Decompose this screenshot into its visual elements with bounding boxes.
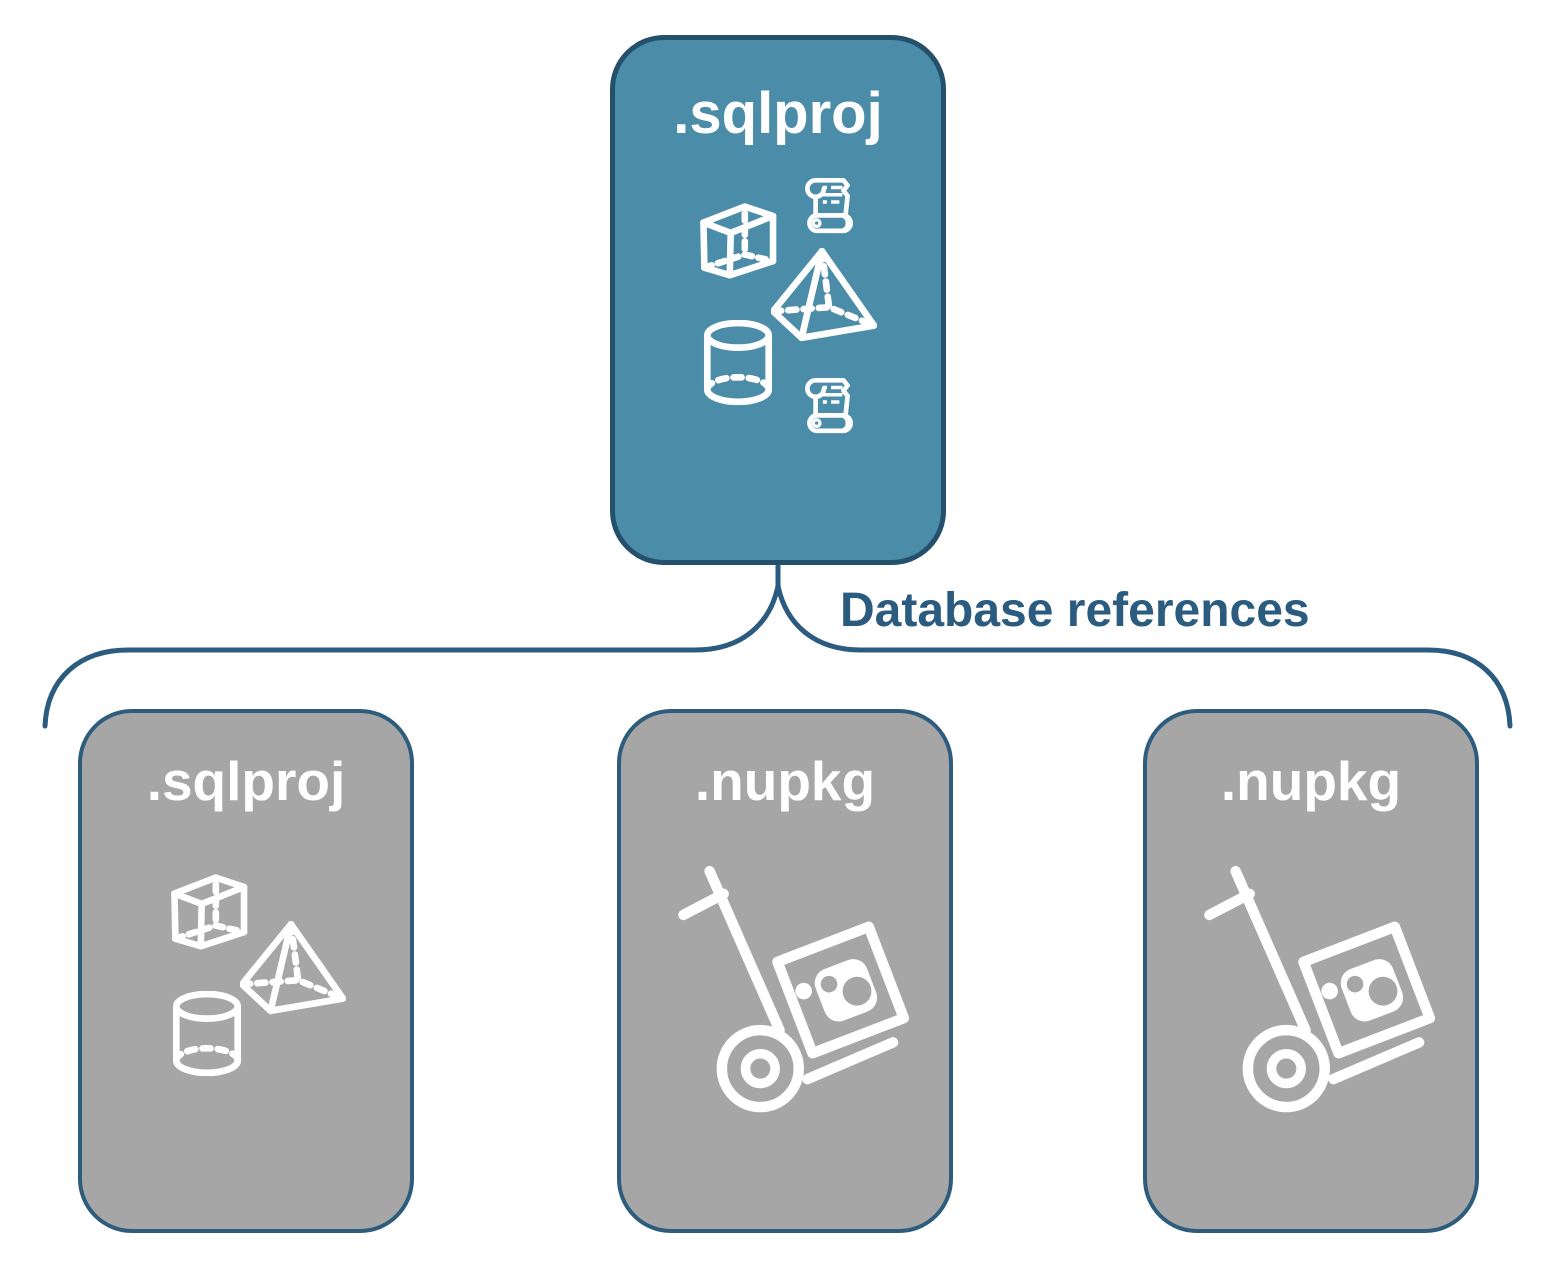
node-title: .sqlproj bbox=[146, 750, 346, 812]
node-sqlproj-root: .sqlproj bbox=[610, 35, 946, 565]
node-title: .nupkg bbox=[694, 750, 876, 812]
node-title: .nupkg bbox=[1220, 750, 1402, 812]
cube-icon bbox=[695, 200, 789, 294]
pyramid-icon bbox=[240, 921, 346, 1015]
cylinder-icon bbox=[170, 991, 244, 1079]
node-nupkg-reference-1: .nupkg bbox=[617, 709, 953, 1233]
pyramid-icon bbox=[771, 248, 877, 342]
node-title: .sqlproj bbox=[673, 81, 883, 146]
node-nupkg-reference-2: .nupkg bbox=[1143, 709, 1479, 1233]
database-references-label: Database references bbox=[840, 584, 1310, 637]
node-sqlproj-reference: .sqlproj bbox=[78, 709, 414, 1233]
scroll-icon bbox=[797, 170, 859, 236]
nuget-hand-truck-icon bbox=[1185, 859, 1447, 1121]
cube-icon bbox=[166, 871, 260, 965]
nuget-hand-truck-icon bbox=[659, 859, 921, 1121]
cylinder-icon bbox=[701, 320, 775, 408]
scroll-icon bbox=[797, 370, 859, 436]
